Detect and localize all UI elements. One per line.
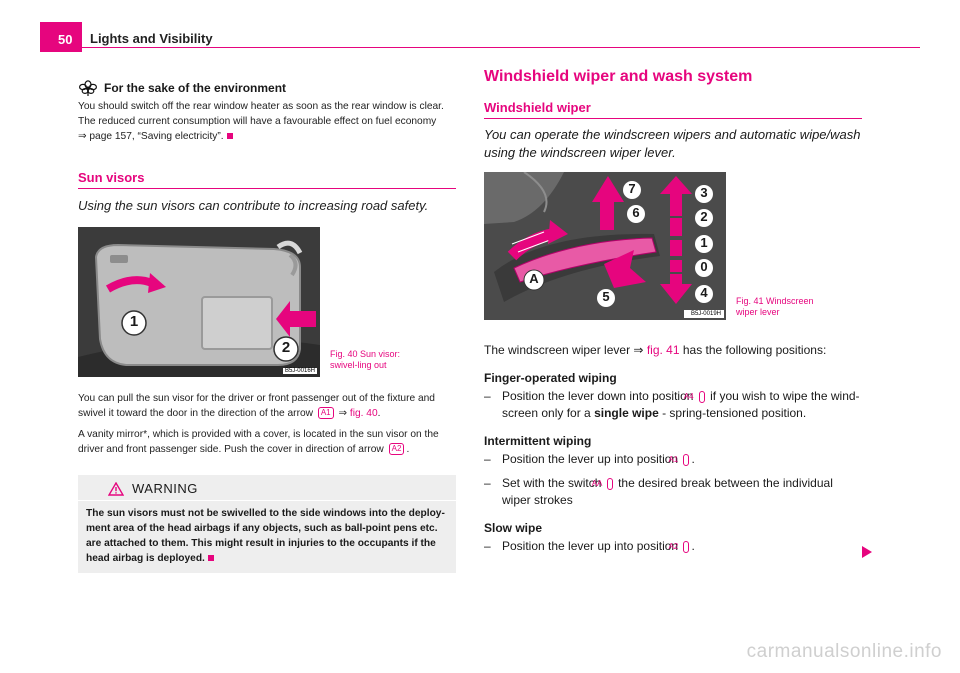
list-item: –Position the lever up into position A1. xyxy=(484,452,695,466)
slow-wipe-heading: Slow wipe xyxy=(484,521,543,535)
reference-arrow: ⇒ xyxy=(78,131,87,142)
section-end-marker xyxy=(207,555,214,562)
left-column: For the sake of the environment You shou… xyxy=(78,80,456,573)
sun-visors-heading: Sun visors xyxy=(78,170,456,189)
figure-41-caption: Fig. 41 Windscreen wiper lever xyxy=(736,296,814,317)
wiper-positions-intro: The windscreen wiper lever ⇒ fig. 41 has… xyxy=(484,343,827,357)
callout-2: 2 xyxy=(281,339,291,356)
page-header-title: Lights and Visibility xyxy=(90,31,213,46)
position-badge: A2 xyxy=(668,540,690,553)
environment-heading: For the sake of the environment xyxy=(78,80,456,96)
warning-box: WARNING The sun visors must not be swive… xyxy=(78,475,456,573)
position-badge: A2 xyxy=(388,443,405,456)
callout-A: A xyxy=(529,271,539,286)
intermittent-wiping-heading: Intermittent wiping xyxy=(484,434,592,448)
callout-3: 3 xyxy=(700,185,708,200)
callout-1: 1 xyxy=(700,235,708,250)
figure-40: 1 2 B5J-0016H Fig. 40 Sun visor: swivel-… xyxy=(78,227,456,377)
callout-0: 0 xyxy=(700,259,708,274)
figure-41: 7 6 A 5 3 2 1 0 4 B5J-0019H Fig. 41 Wind… xyxy=(484,172,864,320)
sun-visor-para-2: A vanity mirror*, which is provided with… xyxy=(78,429,439,456)
wiper-main-title: Windshield wiper and wash system xyxy=(484,68,753,85)
position-badge: A1 xyxy=(317,407,334,420)
finger-wiping-heading: Finger-operated wiping xyxy=(484,371,617,385)
list-item: –Position the lever down into position A… xyxy=(484,389,860,420)
flower-icon xyxy=(78,80,98,96)
wiper-intro: You can operate the windscreen wipers an… xyxy=(484,127,861,160)
page-number: 50 xyxy=(40,22,82,52)
fig-40-link[interactable]: fig. 40 xyxy=(349,408,378,419)
section-end-marker xyxy=(226,133,233,140)
wiper-sub-heading: Windshield wiper xyxy=(484,100,862,119)
sun-visor-para-1: You can pull the sun visor for the drive… xyxy=(78,393,435,420)
warning-title: WARNING xyxy=(132,481,198,496)
callout-1: 1 xyxy=(129,313,139,330)
sun-visor-illustration xyxy=(78,227,320,377)
list-item: –Position the lever up into position A2. xyxy=(484,539,695,553)
environment-title: For the sake of the environment xyxy=(104,81,287,95)
list-item: –Set with the switch AA the desired brea… xyxy=(484,476,833,507)
wiper-lever-image: 7 6 A 5 3 2 1 0 4 B5J-0019H xyxy=(484,172,726,320)
callout-2: 2 xyxy=(700,209,708,224)
position-badge: A4 xyxy=(684,390,705,403)
warning-text: The sun visors must not be swivelled to … xyxy=(86,508,445,564)
sun-visor-image: 1 2 B5J-0016H xyxy=(78,227,320,377)
wiper-lever-illustration xyxy=(484,172,726,320)
figure-40-caption: Fig. 40 Sun visor: swivel-ling out xyxy=(330,349,401,370)
position-badge: AA xyxy=(592,477,613,490)
callout-6: 6 xyxy=(632,205,640,220)
position-badge: A1 xyxy=(668,453,690,466)
environment-page-link[interactable]: page 157, “Saving electricity”. xyxy=(89,131,224,142)
figure-code: B5J-0019H xyxy=(688,311,723,317)
callout-4: 4 xyxy=(700,285,708,300)
fig-41-link[interactable]: fig. 41 xyxy=(646,343,680,357)
right-column: Windshield wiper and wash system Windshi… xyxy=(484,68,864,555)
environment-text: You should switch off the rear window he… xyxy=(78,101,444,142)
warning-header: WARNING xyxy=(78,475,456,501)
figure-code: B5J-0016H xyxy=(282,368,317,374)
warning-triangle-icon xyxy=(108,481,124,496)
callout-7: 7 xyxy=(628,181,636,196)
watermark: carmanualsonline.info xyxy=(746,641,942,662)
next-page-arrow-icon[interactable] xyxy=(862,546,872,558)
sun-visors-intro: Using the sun visors can contribute to i… xyxy=(78,198,429,213)
header-divider xyxy=(82,47,920,48)
callout-5: 5 xyxy=(602,289,610,304)
